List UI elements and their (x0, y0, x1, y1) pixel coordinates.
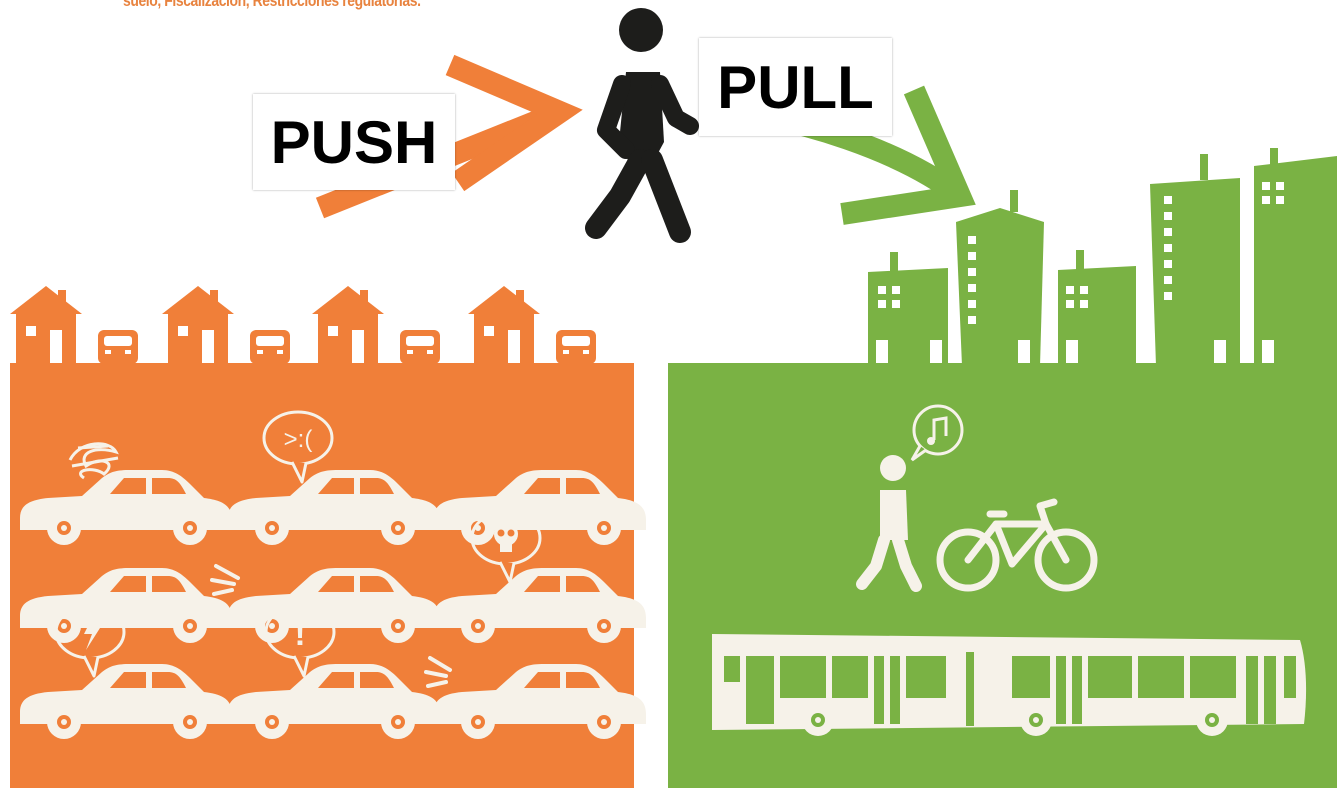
house-icon (162, 286, 290, 364)
alert-speech-bubble: ! (264, 604, 336, 678)
traffic-jam-cars (20, 470, 646, 739)
suburban-skyline (10, 286, 596, 364)
skyscraper-icon (1254, 156, 1337, 366)
house-icon (468, 286, 596, 364)
honk-lines-icon (210, 564, 452, 688)
music-note-icon (932, 416, 948, 440)
skull-speech-bubble (470, 510, 542, 584)
music-speech-bubble (910, 404, 964, 462)
alert-text: ! (294, 615, 305, 653)
angry-face-text: >:( (284, 426, 313, 453)
skyscraper-icon (1150, 178, 1240, 366)
lightning-icon (84, 614, 100, 650)
scribble-icon (68, 442, 119, 480)
bicycle-icon (936, 498, 1098, 592)
pedestrian-icon (856, 455, 922, 592)
push-label: PUSH (253, 94, 455, 190)
angry-speech-bubble: >:( (262, 410, 334, 484)
walking-person-icon (585, 8, 699, 243)
house-icon (312, 286, 440, 364)
caption-text: suelo, Fiscalización, Restricciones regu… (123, 0, 421, 10)
skull-icon (494, 522, 518, 546)
lightning-speech-bubble (54, 604, 126, 678)
skyscraper-icon (956, 208, 1044, 366)
bus-icon (712, 634, 1307, 736)
skyline-windows (876, 182, 1284, 366)
pull-label: PULL (699, 38, 892, 136)
house-icon (10, 286, 138, 364)
